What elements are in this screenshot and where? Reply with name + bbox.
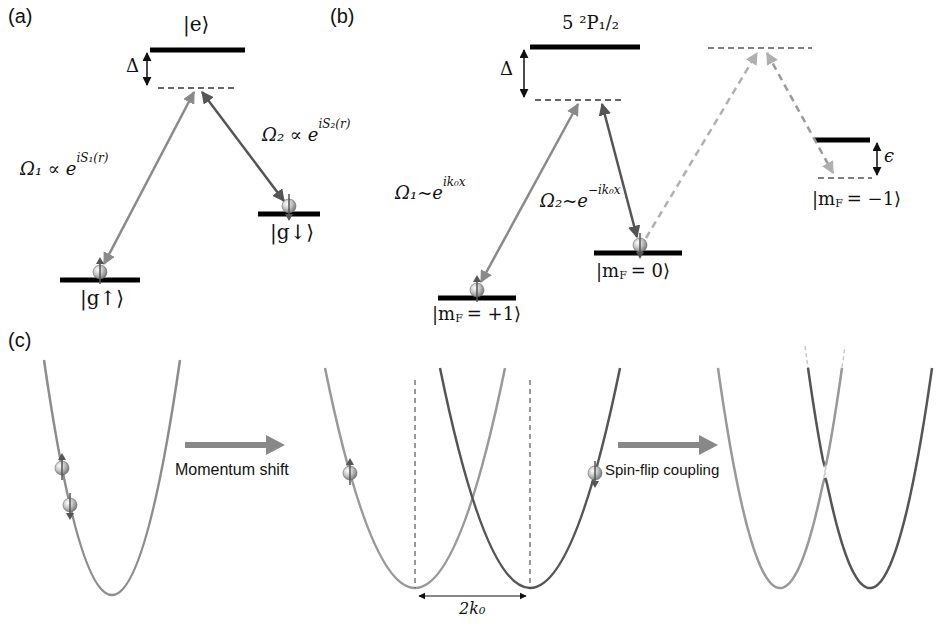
phase-superscript: iS₁(r) — [76, 152, 108, 164]
rabi-label: Ω₁ ∝ e — [20, 160, 76, 178]
band-curve — [805, 346, 845, 552]
atom-ball — [93, 257, 107, 284]
band-curve — [718, 368, 825, 588]
level-label: |g↓⟩ — [270, 222, 314, 242]
level-subscript: F — [455, 313, 463, 324]
atom-ball — [63, 493, 77, 520]
level-label: = −1⟩ — [847, 190, 901, 208]
splitting-label: ϵ — [884, 147, 894, 165]
level-label: |m — [812, 190, 835, 208]
phase-superscript: iS₂(r) — [318, 118, 350, 130]
atom-ball — [633, 233, 647, 259]
band-curve — [808, 368, 825, 466]
level-label: |e⟩ — [183, 14, 209, 34]
level-label: |m — [596, 262, 619, 280]
atom-ball — [588, 461, 602, 488]
panel-label: (b) — [330, 6, 354, 26]
level-subscript: F — [619, 270, 627, 281]
panel-a-levels — [60, 50, 320, 280]
level-label: = 0⟩ — [631, 262, 670, 280]
panel-label: (c) — [8, 330, 31, 350]
dimension-label: 2k₀ — [459, 601, 485, 617]
coupled-bands — [718, 346, 932, 588]
atom-ball — [470, 275, 484, 302]
level-label: = +1⟩ — [467, 305, 521, 323]
detuning-label: Δ — [500, 60, 513, 78]
atom-ball — [282, 194, 296, 221]
process-arrow — [185, 435, 718, 455]
dispersion-curves — [44, 360, 620, 596]
atom-ball — [343, 458, 357, 485]
rabi-label: Ω₂ ∝ e — [262, 126, 318, 144]
step-label: Momentum shift — [175, 462, 289, 478]
level-label: |m — [432, 305, 455, 323]
rabi-label: Ω₁~e — [395, 184, 443, 202]
panel-b-levels — [438, 47, 877, 298]
band-curve — [825, 368, 842, 466]
band-curve — [825, 368, 932, 588]
phase-superscript: −ik₀x — [588, 184, 621, 196]
detuning-label: Δ — [126, 57, 139, 75]
panel-label: (a) — [8, 6, 32, 26]
step-label: Spin-flip coupling — [605, 462, 719, 477]
level-label: |g↑⟩ — [80, 288, 124, 308]
band-curve — [805, 346, 845, 552]
atom-ball — [55, 453, 69, 480]
level-subscript: F — [835, 198, 843, 209]
level-label: 5 ²P₁/₂ — [562, 14, 619, 32]
rabi-label: Ω₂~e — [540, 192, 588, 210]
phase-superscript: ik₀x — [443, 176, 466, 188]
